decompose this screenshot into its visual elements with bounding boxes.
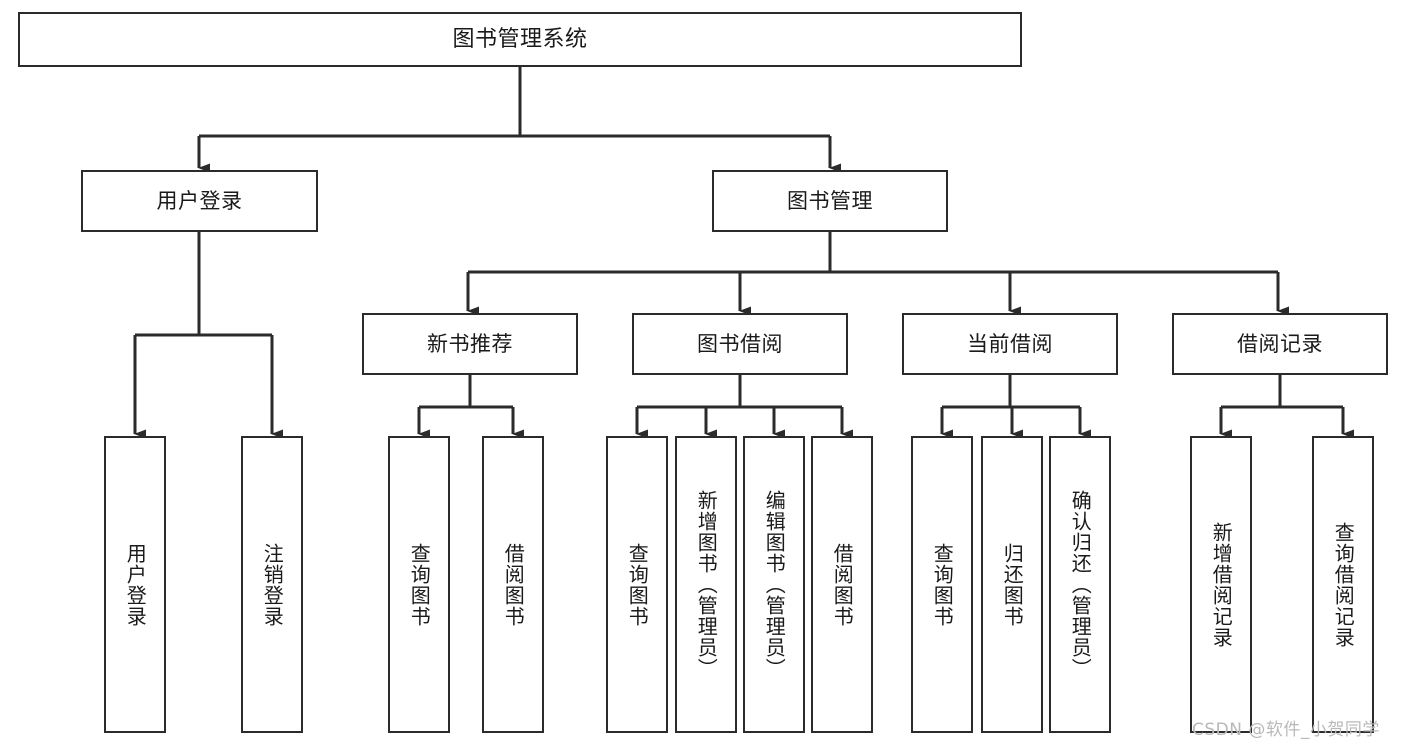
node-book-management-label: 图书管理 [787, 188, 873, 213]
csdn-watermark: CSDN @软件_小贺同学 [1192, 720, 1380, 740]
leaf-node-label: 编辑图书（管理员） [762, 490, 787, 679]
leaf-node[interactable]: 注销登录 [241, 436, 303, 733]
leaf-node-label: 查询图书 [407, 542, 432, 627]
leaf-node[interactable]: 借阅图书 [482, 436, 544, 733]
leaf-node[interactable]: 用户登录 [104, 436, 166, 733]
node-root-system-label: 图书管理系统 [452, 26, 588, 52]
leaf-node-label: 归还图书 [1000, 542, 1025, 627]
leaf-node-label: 注销登录 [260, 542, 285, 627]
leaf-node-label: 借阅图书 [830, 542, 855, 627]
node-borrow-record[interactable]: 借阅记录 [1172, 313, 1388, 375]
leaf-node-label: 借阅图书 [501, 542, 526, 627]
node-book-borrow-label: 图书借阅 [697, 331, 783, 356]
leaf-node-label: 查询借阅记录 [1331, 521, 1356, 648]
leaf-node[interactable]: 新增图书（管理员） [675, 436, 737, 733]
leaf-node-label: 查询图书 [930, 542, 955, 627]
leaf-node[interactable]: 归还图书 [981, 436, 1043, 733]
node-root-system[interactable]: 图书管理系统 [18, 12, 1022, 67]
node-user-login-label: 用户登录 [156, 188, 243, 213]
node-new-book-recommend[interactable]: 新书推荐 [362, 313, 578, 375]
node-new-book-recommend-label: 新书推荐 [427, 331, 513, 356]
leaf-node[interactable]: 查询图书 [388, 436, 450, 733]
node-current-borrow[interactable]: 当前借阅 [902, 313, 1118, 375]
node-borrow-record-label: 借阅记录 [1237, 331, 1323, 356]
leaf-node[interactable]: 确认归还（管理员） [1049, 436, 1111, 733]
leaf-node-label: 确认归还（管理员） [1068, 490, 1093, 679]
node-book-management[interactable]: 图书管理 [712, 170, 948, 232]
leaf-node[interactable]: 编辑图书（管理员） [743, 436, 805, 733]
leaf-node-label: 用户登录 [123, 542, 148, 627]
leaf-node[interactable]: 新增借阅记录 [1190, 436, 1252, 733]
node-book-borrow[interactable]: 图书借阅 [632, 313, 848, 375]
leaf-node[interactable]: 查询图书 [911, 436, 973, 733]
leaf-node-label: 新增借阅记录 [1209, 521, 1234, 648]
node-user-login[interactable]: 用户登录 [81, 170, 318, 232]
leaf-node[interactable]: 查询借阅记录 [1312, 436, 1374, 733]
leaf-node-label: 查询图书 [625, 542, 650, 627]
leaf-node[interactable]: 借阅图书 [811, 436, 873, 733]
leaf-node-label: 新增图书（管理员） [694, 490, 719, 679]
leaf-node[interactable]: 查询图书 [606, 436, 668, 733]
node-current-borrow-label: 当前借阅 [967, 331, 1053, 356]
